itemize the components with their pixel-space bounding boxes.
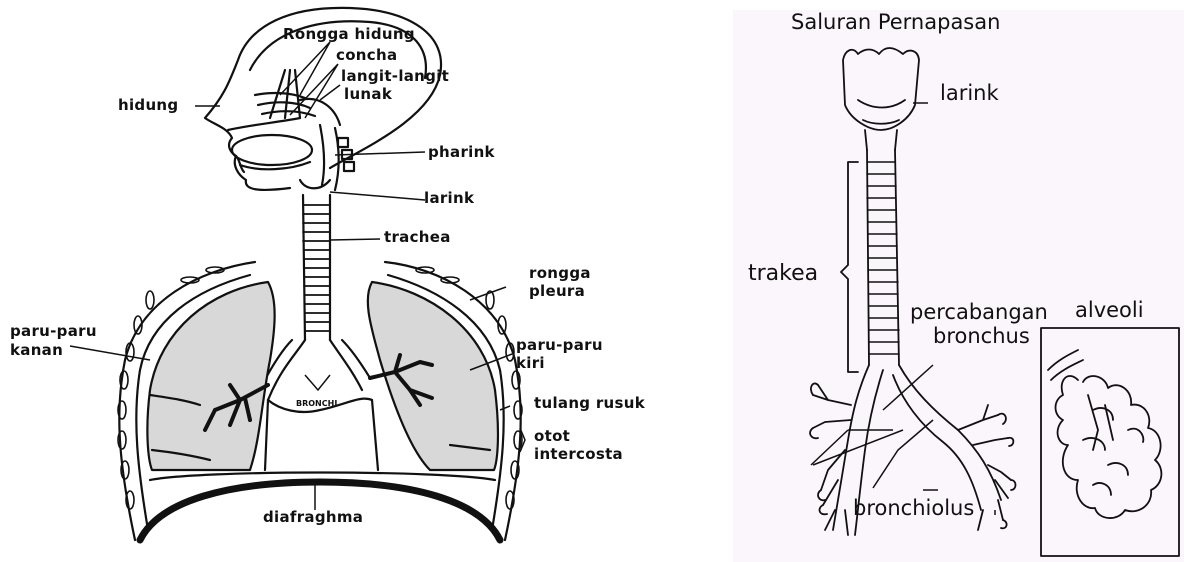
respiratory-tract-diagram: Saluran Pernapasan larink trakea percaba… — [733, 10, 1184, 562]
left-lung-outline — [368, 282, 498, 470]
label-intercosta: intercosta — [534, 447, 623, 462]
label-rongga: rongga — [529, 266, 591, 281]
label-hidung: hidung — [118, 98, 178, 113]
label-trakea: trakea — [748, 263, 818, 285]
label-bronchus: bronchus — [933, 326, 1030, 347]
label-paru-kiri-line1: paru-paru — [516, 338, 603, 353]
label-trachea: trachea — [384, 230, 451, 245]
diagram-title: Saluran Pernapasan — [791, 12, 1000, 33]
label-bronchi: BRONCHI — [296, 400, 337, 408]
label-paru-kanan-line1: paru-paru — [10, 324, 97, 339]
label-langit-langit: langit-langit — [341, 69, 449, 84]
larynx-shape — [843, 48, 919, 130]
label-percabangan: percabangan — [910, 302, 1048, 323]
right-lung-outline — [147, 282, 274, 470]
label-alveoli: alveoli — [1075, 300, 1144, 321]
label-pharink: pharink — [428, 145, 495, 160]
label-larink: larink — [424, 191, 474, 206]
label-otot: otot — [534, 429, 570, 444]
label-paru-kanan-line2: kanan — [10, 343, 63, 358]
label-rongga-hidung: Rongga hidung — [283, 27, 415, 42]
label-tulang-rusuk: tulang rusuk — [534, 396, 645, 411]
trakea-bracket — [841, 162, 858, 372]
label-bronchiolus: bronchiolus — [853, 498, 974, 519]
label-larink-right: larink — [940, 83, 999, 104]
label-lunak: lunak — [344, 87, 392, 102]
label-pleura: pleura — [529, 284, 585, 299]
respiratory-system-diagram: Rongga hidung concha langit-langit lunak… — [0, 0, 676, 562]
label-diafraghma: diafraghma — [263, 510, 363, 525]
alveoli-cluster — [1056, 376, 1162, 518]
label-paru-kiri-line2: kiri — [516, 356, 545, 371]
label-concha: concha — [336, 48, 397, 63]
